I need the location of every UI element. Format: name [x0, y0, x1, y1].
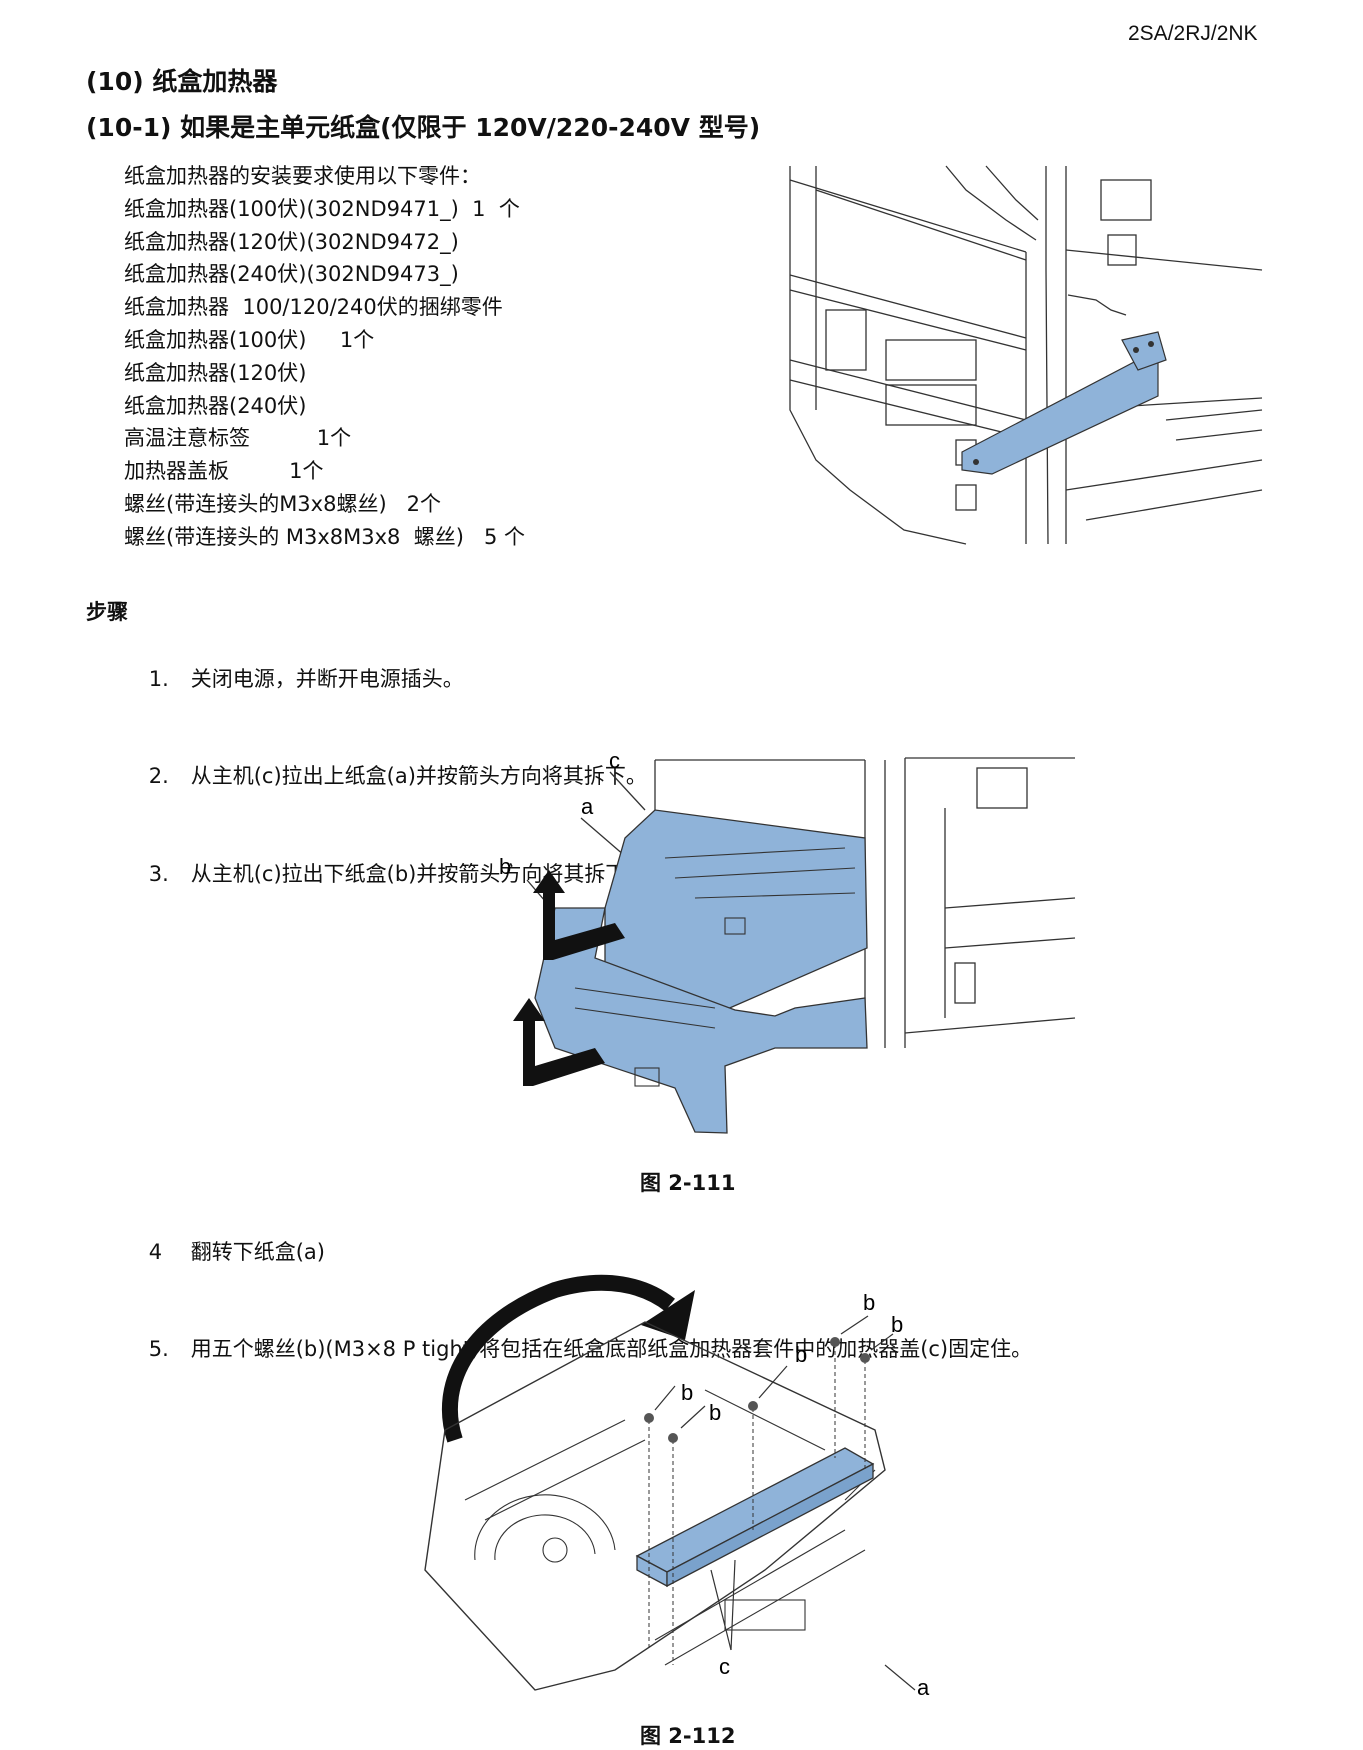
- figure-label-b: b: [681, 1380, 693, 1405]
- step-number: 5.: [148, 1337, 169, 1361]
- step-item: 3. 从主机(c)拉出下纸盒(b)并按箭头方向将其拆下。: [122, 825, 648, 923]
- parts-list-item: 纸盒加热器(120伏)(302ND9472_): [124, 229, 459, 254]
- parts-list-item: 纸盒加热器(240伏): [124, 393, 307, 418]
- parts-list-item: 高温注意标签 1个: [124, 426, 352, 451]
- step-text: 从主机(c)拉出上纸盒(a)并按箭头方向将其拆下。: [190, 764, 647, 788]
- parts-list-item: 纸盒加热器 100/120/240伏的捆绑零件: [124, 295, 503, 320]
- procedure-steps-b: 4 翻转下纸盒(a) 5. 用五个螺丝(b)(M3×8 P tight)将包括在纸盒…: [122, 1203, 1032, 1398]
- step-item: 1. 关闭电源，并断开电源插头。: [122, 630, 647, 728]
- procedure-title: 步骤: [86, 600, 128, 624]
- step-text: 关闭电源，并断开电源插头。: [190, 666, 464, 691]
- parts-list-item: 纸盒加热器(120伏): [124, 360, 307, 385]
- parts-list-item: 纸盒加热器(100伏)(302ND9471_) 1 个: [124, 196, 520, 221]
- step-item: 5. 用五个螺丝(b)(M3×8 P tight)将包括在纸盒底部纸盒加热器套件中…: [122, 1301, 1032, 1399]
- figure-label-b: b: [499, 854, 511, 879]
- step-item: 2. 从主机(c)拉出上纸盒(a)并按箭头方向将其拆下。: [122, 728, 647, 826]
- figure-label-a: a: [581, 794, 594, 819]
- figure-label-c: c: [719, 1654, 730, 1679]
- parts-list-item: 螺丝(带连接头的 M3x8M3x8 螺丝) 5 个: [124, 524, 526, 549]
- parts-list-item: 加热器盖板 1个: [124, 459, 324, 484]
- figure-2-111-caption: 图 2-111: [640, 1171, 736, 1195]
- parts-list-item: 螺丝(带连接头的M3x8螺丝) 2个: [124, 491, 442, 516]
- figure-label-b: b: [863, 1290, 875, 1315]
- figure-label-b: b: [795, 1342, 807, 1367]
- figure-2-112: b b b b b c a: [424, 1274, 930, 1700]
- section-title: (10) 纸盒加热器: [86, 67, 278, 96]
- model-code: 2SA/2RJ/2NK: [1128, 22, 1258, 45]
- step-number: 1.: [148, 666, 169, 691]
- parts-list-item: 纸盒加热器(240伏)(302ND9473_): [124, 262, 459, 287]
- figure-2-111: c a b: [499, 748, 1076, 1134]
- figure-label-b: b: [891, 1312, 903, 1337]
- parts-list-item: 纸盒加热器(100伏) 1个: [124, 327, 375, 352]
- figure-label-b: b: [709, 1400, 721, 1425]
- step-text: 翻转下纸盒(a): [190, 1239, 325, 1264]
- figure-label-a: a: [917, 1675, 930, 1700]
- section-subtitle: (10-1) 如果是主单元纸盒(仅限于 120V/220-240V 型号): [86, 113, 761, 142]
- step-text: 用五个螺丝(b)(M3×8 P tight)将包括在纸盒底部纸盒加热器套件中的加…: [190, 1337, 1033, 1361]
- figure-2-112-caption: 图 2-112: [640, 1724, 736, 1748]
- heater-location-illustration: [789, 165, 1263, 545]
- figure-label-c: c: [609, 748, 620, 773]
- step-number: 3.: [148, 861, 169, 886]
- step-text: 从主机(c)拉出下纸盒(b)并按箭头方向将其拆下。: [190, 861, 648, 886]
- step-item: 4 翻转下纸盒(a): [122, 1203, 1032, 1301]
- step-number: 4: [148, 1239, 163, 1264]
- parts-list-item: 纸盒加热器的安装要求使用以下零件：: [124, 164, 481, 188]
- parts-list: 纸盒加热器的安装要求使用以下零件： 纸盒加热器(100伏)(302ND9471_…: [124, 160, 525, 554]
- step-number: 2.: [148, 764, 169, 788]
- procedure-steps-a: 1. 关闭电源，并断开电源插头。 2. 从主机(c)拉出上纸盒(a)并按箭头方向将其…: [122, 630, 648, 923]
